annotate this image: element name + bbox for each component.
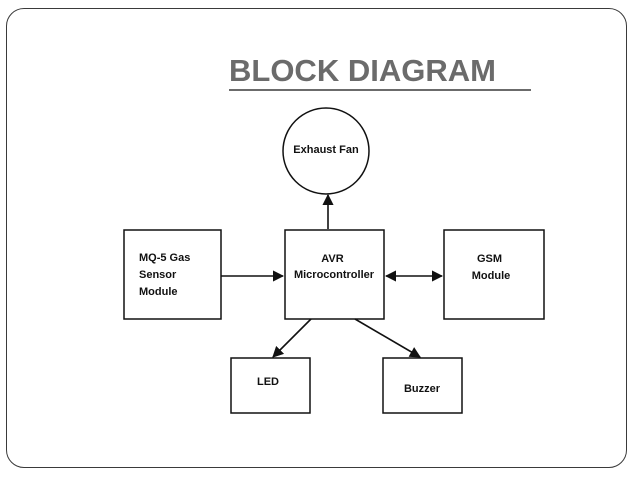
- gas-sensor-label-line-1: MQ-5 Gas: [139, 252, 190, 264]
- slide-frame: [6, 8, 627, 468]
- svg-text:Buzzer: Buzzer: [404, 383, 441, 395]
- exhaust-fan-node: Exhaust Fan: [282, 107, 370, 195]
- gas-sensor-label-line-3: Module: [139, 286, 178, 298]
- arrow-avr-to-buzzer: [354, 318, 421, 358]
- gas-sensor-label-line-2: Sensor: [139, 269, 177, 281]
- led-label: LED: [257, 376, 279, 388]
- avr-label-line-2: Microcontroller: [294, 269, 375, 281]
- buzzer-node: Buzzer: [382, 357, 463, 414]
- svg-text:GSM Module: GSM Module: [472, 253, 511, 282]
- slide-title: BLOCK DIAGRAM: [229, 53, 496, 88]
- svg-text:LED: LED: [257, 376, 279, 388]
- svg-text:AVR Microcontroller: AVR Microcontroller: [294, 253, 375, 281]
- led-node: LED: [230, 357, 311, 414]
- exhaust-fan-label: Exhaust Fan: [293, 144, 359, 156]
- gas-sensor-node: MQ-5 Gas Sensor Module: [123, 229, 222, 320]
- svg-text:MQ-5 Gas Sensor: MQ-5 Gas Sensor Module: [139, 252, 193, 298]
- avr-label-line-1: AVR: [321, 253, 343, 265]
- buzzer-label: Buzzer: [404, 383, 441, 395]
- arrow-avr-to-led: [272, 318, 312, 358]
- avr-microcontroller-node: AVR Microcontroller: [284, 229, 385, 320]
- gsm-label-line-1: GSM: [477, 253, 502, 265]
- svg-text:Exhaust Fan: Exhaust Fan: [293, 144, 359, 156]
- title-underline: [229, 89, 531, 91]
- gsm-module-node: GSM Module: [443, 229, 545, 320]
- gsm-label-line-2: Module: [472, 270, 511, 282]
